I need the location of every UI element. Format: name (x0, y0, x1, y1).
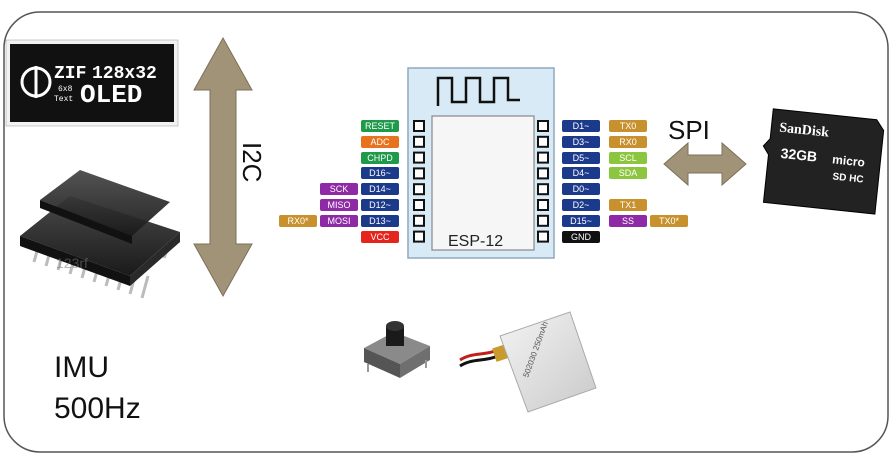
pin-function-left: RX0* (279, 215, 317, 227)
pin-label-left: D12~ (361, 199, 399, 211)
solder-pad (414, 184, 424, 194)
solder-pad (414, 153, 424, 163)
pin-label-right: D3~ (562, 136, 600, 148)
pin-function-right: RX0 (609, 136, 647, 148)
solder-pad (414, 216, 424, 226)
chip-watermark: 123rf (56, 255, 88, 271)
microsd-card: SanDisk 32GB micro SD HC (758, 108, 885, 214)
pin-function-left: MISO (320, 199, 358, 211)
pin-label-left: D14~ (361, 183, 399, 195)
rf-shield (432, 116, 534, 250)
i2c-label: I2C (237, 142, 267, 182)
solder-pad (538, 184, 548, 194)
pin-function-left: SCK (320, 183, 358, 195)
pin-label-left: ADC (361, 136, 399, 148)
pin-function-right: TX1 (609, 199, 647, 211)
pin-label-left: RESET (361, 120, 399, 132)
spi-label: SPI (668, 115, 710, 145)
imu-label: IMU (54, 351, 109, 384)
solder-pad (538, 232, 548, 242)
solder-pad (414, 200, 424, 210)
pin-function-right: TX0* (650, 215, 688, 227)
pin-label-right: D15~ (562, 215, 600, 227)
pin-label-left: D16~ (361, 167, 399, 179)
solder-pad (414, 137, 424, 147)
pin-label-left: D13~ (361, 215, 399, 227)
solder-pad (414, 121, 424, 131)
oled-font-line1: 6x8 (58, 85, 73, 94)
pin-function-right: SCL (609, 152, 647, 164)
solder-pad (538, 153, 548, 163)
oled-font-line2: Text (54, 95, 73, 104)
solder-pad (538, 216, 548, 226)
solder-pad (538, 121, 548, 131)
oled-type: OLED (80, 80, 142, 110)
pin-function-right: SS (609, 215, 647, 227)
pin-label-right: D5~ (562, 152, 600, 164)
imu-rate-label: 500Hz (54, 392, 141, 425)
solder-pad (414, 168, 424, 178)
pin-label-right: D2~ (562, 199, 600, 211)
oled-display: ZIF 128x32 6x8 Text OLED (6, 40, 178, 126)
solder-pad (538, 168, 548, 178)
module-label: ESP-12 (448, 233, 503, 250)
pin-label-right: D4~ (562, 167, 600, 179)
pin-label-right: D1~ (562, 120, 600, 132)
esp12-module: ESP-12 (408, 68, 554, 258)
solder-pad (538, 200, 548, 210)
solder-pad (414, 232, 424, 242)
pin-function-right: SDA (609, 167, 647, 179)
pin-label-right: D0~ (562, 183, 600, 195)
pin-label-left: VCC (361, 231, 399, 243)
pin-function-left: MOSI (320, 215, 358, 227)
solder-pad (538, 137, 548, 147)
pin-function-right: TX0 (609, 120, 647, 132)
pin-label-right: GND (562, 231, 600, 243)
pin-label-left: CHPD (361, 152, 399, 164)
